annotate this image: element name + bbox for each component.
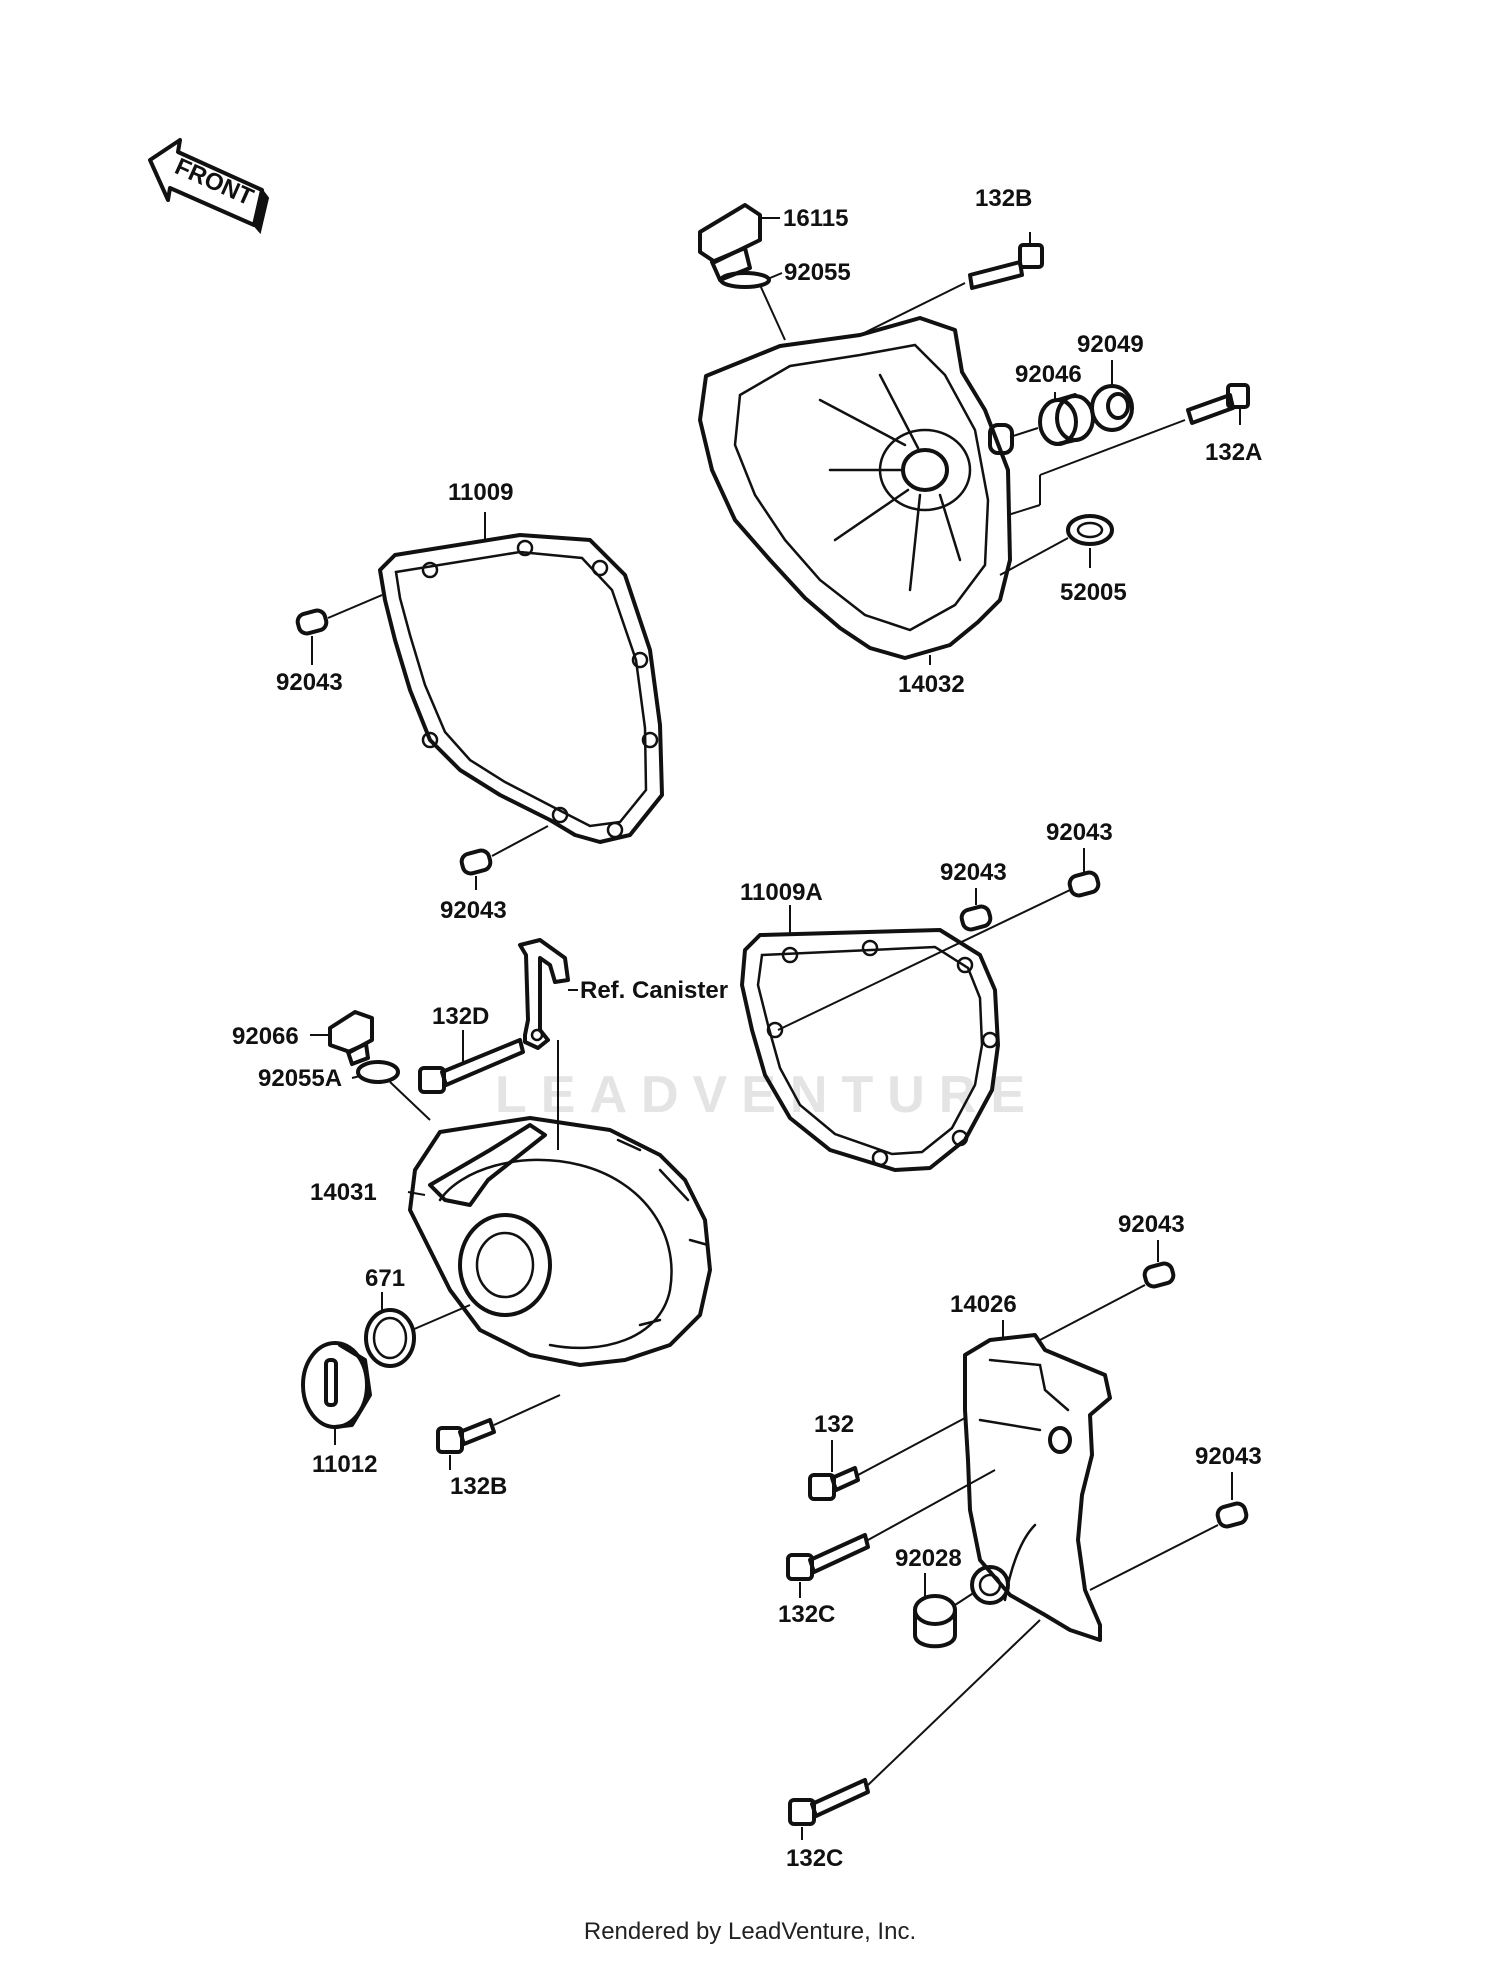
o-ring-671-part: [364, 1292, 471, 1368]
dowel-92043-f-part: [1089, 1472, 1249, 1591]
cap-11012-part: [301, 1341, 372, 1445]
label-11012: 11012: [312, 1451, 377, 1478]
label-14031: 14031: [310, 1179, 377, 1206]
front-arrow-label: FRONT: [171, 153, 258, 211]
watermark-text: LEADVENTURE: [495, 1066, 1040, 1124]
label-14026: 14026: [950, 1291, 1017, 1318]
dowel-92043-a-part: [295, 594, 383, 665]
label-132d: 132D: [432, 1003, 489, 1030]
label-92049: 92049: [1077, 331, 1144, 358]
spacer-92028-part: [913, 1573, 976, 1649]
label-14032: 14032: [898, 671, 965, 698]
oil-filler-cap-part: [698, 203, 780, 282]
label-92043-d: 92043: [1046, 819, 1113, 846]
label-11009a: 11009A: [740, 879, 823, 906]
gasket-11009a-part: [740, 905, 1000, 1172]
label-92043-e: 92043: [1118, 1211, 1185, 1238]
o-ring-92055a-part: [351, 1060, 431, 1121]
label-92046: 92046: [1015, 361, 1082, 388]
label-92043-c: 92043: [940, 859, 1007, 886]
label-16115: 16115: [783, 205, 848, 232]
label-92043-a: 92043: [276, 669, 343, 696]
label-92066: 92066: [232, 1023, 299, 1050]
plug-92066-part: [310, 1010, 374, 1066]
label-11009: 11009: [448, 479, 513, 506]
footer-credit: Rendered by LeadVenture, Inc.: [583, 1918, 917, 1945]
dowel-92043-b-part: [459, 825, 549, 890]
gasket-11009-part: [378, 512, 664, 844]
magneto-cover-part: [407, 1116, 712, 1367]
bolt-132-part: [808, 1417, 966, 1501]
label-ref-canister: Ref. Canister: [580, 977, 728, 1004]
label-671: 671: [365, 1265, 405, 1292]
label-92055a: 92055A: [258, 1065, 342, 1092]
label-92028: 92028: [895, 1545, 962, 1572]
label-92055: 92055: [784, 259, 851, 286]
bolt-132c-b-part: [788, 1619, 1041, 1840]
bolt-132b-top-part: [859, 232, 1044, 336]
label-132c-a: 132C: [778, 1601, 835, 1628]
front-arrow-icon: FRONT: [148, 138, 270, 235]
sprocket-cover-part: [963, 1320, 1112, 1642]
label-92043-b: 92043: [440, 897, 507, 924]
label-132a: 132A: [1205, 439, 1262, 466]
label-132: 132: [814, 1411, 854, 1438]
label-132c-b: 132C: [786, 1845, 843, 1872]
label-132b-bottom: 132B: [450, 1473, 507, 1500]
dowel-92043-c-part: [959, 888, 993, 932]
label-92043-f: 92043: [1195, 1443, 1262, 1470]
dowel-92043-e-part: [1039, 1240, 1176, 1341]
bolt-132d-part: [418, 1030, 525, 1094]
bolt-132b-bottom-part: [436, 1394, 561, 1470]
bolt-132a-part: [1007, 383, 1250, 516]
canister-bracket-part: [518, 938, 578, 1150]
bolt-132c-a-part: [786, 1469, 996, 1598]
label-132b-top: 132B: [975, 185, 1032, 212]
o-ring-92055-part: [719, 271, 771, 289]
seal-92049-part: [1090, 360, 1134, 432]
label-52005: 52005: [1060, 579, 1127, 606]
dowel-92043-d-part: [777, 848, 1101, 1031]
seal-52005-part: [999, 514, 1114, 576]
clutch-cover-part: [698, 316, 1014, 660]
seal-92046-part: [1038, 392, 1095, 446]
